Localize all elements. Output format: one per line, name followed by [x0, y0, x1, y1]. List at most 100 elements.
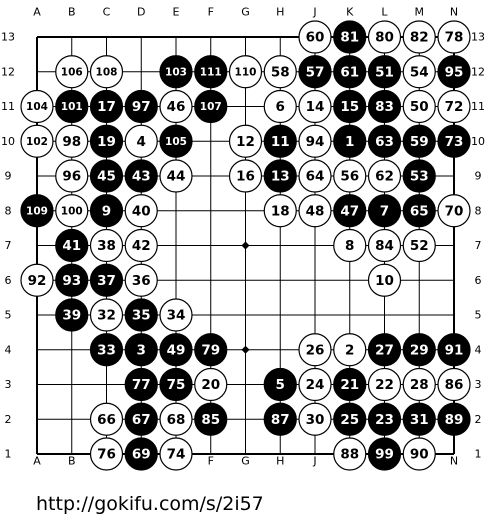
move-number: 63 — [375, 134, 394, 150]
column-label: E — [173, 6, 180, 19]
white-stone: 58 — [263, 55, 297, 89]
move-number: 49 — [167, 342, 186, 358]
move-number: 107 — [200, 101, 222, 113]
move-number: 8 — [345, 238, 354, 254]
move-number: 66 — [97, 412, 116, 428]
row-label: 13 — [1, 31, 15, 44]
row-label: 7 — [5, 239, 12, 252]
row-label: 4 — [5, 343, 12, 356]
white-stone: 62 — [367, 159, 402, 193]
row-label: 2 — [5, 413, 12, 426]
white-stone: 90 — [402, 437, 436, 471]
move-number: 36 — [132, 273, 151, 289]
white-stone: 106 — [55, 55, 89, 89]
move-number: 95 — [445, 64, 464, 80]
black-stone: 17 — [89, 89, 124, 124]
black-stone: 31 — [402, 402, 436, 436]
black-stone: 1 — [333, 124, 367, 158]
move-number: 27 — [375, 342, 394, 358]
white-stone: 18 — [263, 194, 297, 228]
move-number: 85 — [201, 412, 220, 428]
row-label: 10 — [1, 135, 15, 148]
black-stone: 81 — [333, 20, 367, 54]
move-number: 86 — [445, 377, 464, 393]
move-number: 65 — [410, 203, 429, 219]
white-stone: 88 — [333, 437, 367, 471]
column-label: D — [137, 6, 145, 19]
move-number: 75 — [167, 377, 186, 393]
row-label: 7 — [475, 239, 482, 252]
black-stone: 91 — [437, 333, 471, 367]
move-number: 5 — [276, 377, 285, 393]
column-label: N — [450, 6, 458, 19]
column-label: F — [208, 6, 214, 19]
move-number: 60 — [306, 30, 325, 46]
white-stone: 20 — [194, 367, 228, 402]
move-number: 83 — [375, 99, 394, 115]
row-label: 9 — [5, 170, 12, 183]
black-stone: 89 — [437, 402, 471, 436]
white-stone: 60 — [298, 20, 332, 54]
move-number: 79 — [201, 342, 220, 358]
move-number: 24 — [306, 377, 325, 393]
white-stone: 80 — [367, 20, 402, 54]
move-number: 12 — [236, 134, 255, 150]
column-label: J — [312, 6, 316, 19]
black-stone: 33 — [89, 333, 124, 367]
white-stone: 66 — [89, 402, 124, 436]
move-number: 54 — [410, 64, 429, 80]
white-stone: 102 — [20, 124, 54, 158]
move-number: 51 — [375, 64, 394, 80]
move-number: 44 — [167, 169, 186, 185]
white-stone: 98 — [55, 124, 89, 158]
move-number: 89 — [445, 412, 464, 428]
move-number: 97 — [132, 99, 151, 115]
row-label: 9 — [475, 170, 482, 183]
move-number: 14 — [306, 99, 325, 115]
move-number: 99 — [375, 447, 394, 463]
move-number: 7 — [380, 203, 389, 219]
row-label: 4 — [475, 343, 482, 356]
black-stone: 59 — [402, 124, 436, 158]
black-stone: 77 — [124, 367, 158, 402]
white-stone: 34 — [159, 298, 193, 332]
move-number: 9 — [102, 203, 111, 219]
black-stone: 105 — [159, 124, 193, 158]
move-number: 22 — [375, 377, 394, 393]
star-point — [241, 241, 250, 250]
black-stone: 97 — [124, 89, 158, 124]
move-number: 43 — [132, 169, 151, 185]
white-stone: 40 — [124, 194, 158, 228]
black-stone: 15 — [333, 89, 367, 124]
column-label: N — [450, 455, 458, 468]
move-number: 110 — [235, 66, 257, 78]
move-number: 35 — [132, 308, 151, 324]
move-number: 78 — [445, 30, 464, 46]
white-stone: 16 — [228, 159, 263, 193]
move-number: 76 — [97, 447, 116, 463]
move-number: 108 — [96, 66, 118, 78]
column-label: A — [33, 6, 41, 19]
move-number: 40 — [132, 203, 151, 219]
row-label: 6 — [5, 274, 12, 287]
move-number: 28 — [410, 377, 429, 393]
move-number: 93 — [62, 273, 81, 289]
black-stone: 5 — [263, 367, 297, 402]
move-number: 39 — [62, 308, 81, 324]
move-number: 31 — [410, 412, 429, 428]
white-stone: 110 — [228, 55, 263, 89]
column-label: K — [346, 6, 354, 19]
white-stone: 42 — [124, 228, 158, 263]
white-stone: 92 — [20, 263, 54, 297]
black-stone: 3 — [124, 333, 158, 367]
white-stone: 68 — [159, 402, 193, 436]
row-label: 3 — [475, 378, 482, 391]
move-number: 94 — [306, 134, 325, 150]
star-points — [241, 241, 250, 354]
move-number: 98 — [62, 134, 81, 150]
row-label: 8 — [5, 204, 12, 217]
move-number: 103 — [165, 66, 187, 78]
black-stone: 35 — [124, 298, 158, 332]
black-stone: 13 — [263, 159, 297, 193]
